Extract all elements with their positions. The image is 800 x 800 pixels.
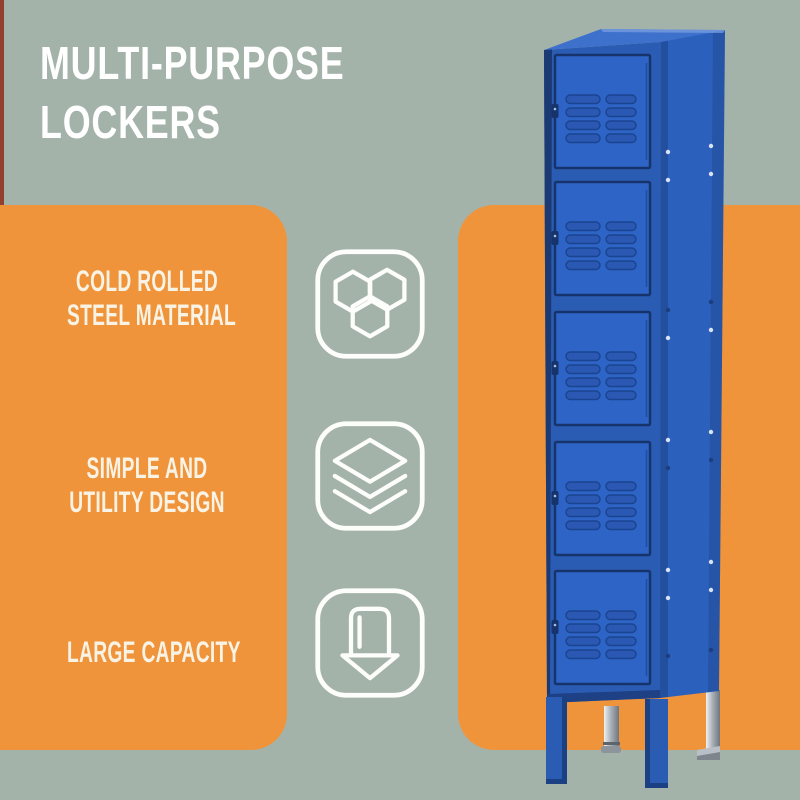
- door-vents: [565, 610, 637, 660]
- rivet-dot: [665, 653, 671, 659]
- locker-front-left-edge: [544, 49, 552, 703]
- locker-door: [551, 180, 652, 297]
- door-vents: [565, 94, 637, 144]
- door-latch: [551, 491, 559, 505]
- door-vents: [565, 221, 637, 271]
- rivet-dot: [708, 587, 714, 593]
- locker-door: [551, 569, 652, 686]
- feature-steel-material: COLD ROLLED STEEL MATERIAL: [67, 265, 237, 333]
- rivet-dot: [665, 307, 671, 313]
- rivet-dot: [665, 177, 671, 183]
- rivet-dot: [665, 335, 671, 341]
- feature-line: LARGE CAPACITY: [67, 636, 241, 669]
- title-line-2: LOCKERS: [40, 96, 221, 148]
- page-title: MULTI-PURPOSE LOCKERS: [40, 34, 344, 152]
- rivet-dot: [665, 149, 671, 155]
- door-vents: [565, 351, 637, 401]
- locker-front-legs: [546, 697, 668, 788]
- rivet-dot: [708, 143, 714, 149]
- locker-door: [551, 440, 652, 557]
- door-latch: [551, 231, 559, 245]
- locker-top-highlight: [601, 29, 725, 33]
- locker-door: [551, 310, 652, 427]
- rivet-dot: [665, 595, 671, 601]
- locker-side-panel: [660, 30, 725, 698]
- locker-front-bottom-band: [547, 690, 660, 703]
- stacked-layers-icon: [313, 419, 427, 533]
- left-edge-strip: [0, 0, 4, 206]
- left-accent-panel: [0, 205, 287, 750]
- locker-doors: [551, 53, 652, 686]
- locker-door: [551, 53, 652, 170]
- rivet-dot: [708, 559, 714, 565]
- feature-line: SIMPLE AND: [86, 452, 208, 485]
- rivet-dot: [665, 437, 671, 443]
- title-line-1: MULTI-PURPOSE: [40, 37, 345, 89]
- feature-line: UTILITY DESIGN: [69, 486, 225, 519]
- hexagon-cluster-icon: [313, 247, 427, 361]
- rivet-dot: [708, 429, 714, 435]
- locker-side-edge-shade: [660, 40, 668, 698]
- feature-large-capacity: LARGE CAPACITY: [67, 636, 241, 670]
- locker-chrome-legs: [601, 690, 720, 760]
- rivet-dot: [708, 299, 714, 305]
- feature-line: STEEL MATERIAL: [67, 299, 237, 332]
- locker-side-shade: [708, 30, 725, 692]
- rivet-dot: [708, 327, 714, 333]
- locker-top-panel: [544, 29, 725, 50]
- rivet-dot: [665, 567, 671, 573]
- door-latch: [551, 620, 559, 634]
- rivet-dot: [708, 647, 714, 653]
- rivet-dot: [708, 171, 714, 177]
- rivet-dot: [708, 457, 714, 463]
- door-latch: [551, 361, 559, 375]
- capacity-marker-icon: [313, 586, 427, 700]
- door-latch: [551, 104, 559, 118]
- feature-line: COLD ROLLED: [75, 265, 219, 298]
- locker-rivets: [665, 143, 714, 659]
- rivet-dot: [665, 465, 671, 471]
- feature-utility-design: SIMPLE AND UTILITY DESIGN: [67, 452, 227, 520]
- door-vents: [565, 481, 637, 531]
